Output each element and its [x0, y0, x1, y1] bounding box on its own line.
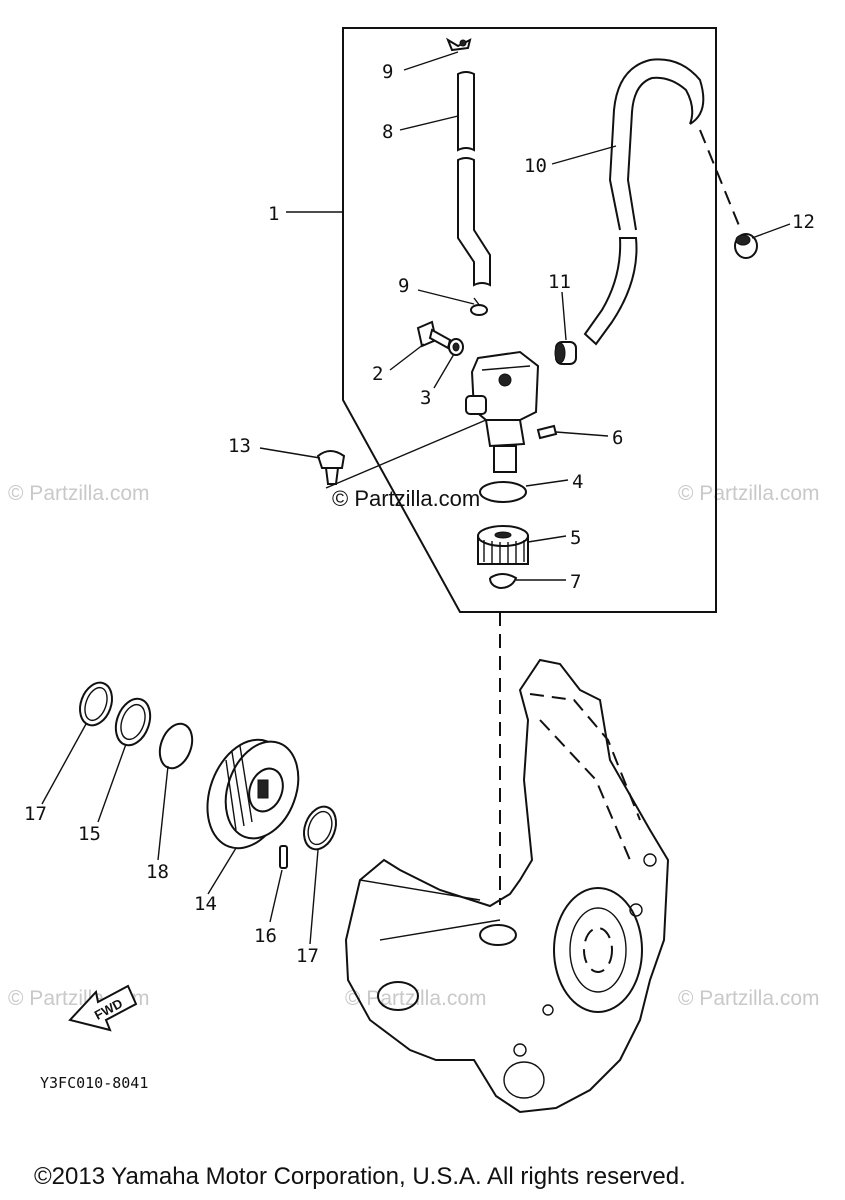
pump-bolt [416, 320, 452, 350]
circlip-ring-right [303, 805, 337, 851]
watermark-text: © Partzilla.com [8, 482, 150, 505]
breather-hose [457, 71, 491, 287]
pump-kit-frame [342, 27, 717, 613]
copyright-notice: ©2013 Yamaha Motor Corporation, U.S.A. A… [34, 1163, 686, 1190]
screw [316, 450, 346, 485]
callout-label: 13 [228, 435, 251, 457]
callout-label: 4 [572, 471, 583, 493]
watermark-text: © Partzilla.com [678, 482, 820, 505]
callout-label: 6 [612, 427, 623, 449]
washer [448, 338, 464, 356]
oil-pump-body [465, 350, 540, 473]
callout-label: 18 [146, 861, 169, 883]
o-ring [479, 481, 527, 503]
dowel-pin [536, 424, 558, 440]
callout-label: 2 [372, 363, 383, 385]
circlip [489, 573, 518, 590]
callout-label: 1 [268, 203, 279, 225]
plate-washer [114, 697, 152, 747]
callout-label: 17 [24, 803, 47, 825]
callout-label: 9 [382, 61, 393, 83]
woodruff-pin [279, 845, 288, 869]
circlip-ring [158, 722, 194, 770]
callout-labels: 9 8 10 1 12 9 11 2 3 6 13 4 5 7 17 15 18… [24, 61, 815, 967]
screw-link-line [325, 419, 487, 489]
callout-label: 3 [420, 387, 431, 409]
hose-clip-lower [470, 297, 488, 316]
hose-cap [734, 233, 758, 259]
callout-label: 5 [570, 527, 581, 549]
callout-label: 8 [382, 121, 393, 143]
pump-drive-gear [477, 525, 529, 565]
callout-label: 17 [296, 945, 319, 967]
oil-delivery-hose [583, 58, 705, 346]
callout-label: 9 [398, 275, 409, 297]
oil-pump-drive-gear [206, 738, 300, 850]
callout-label: 16 [254, 925, 277, 947]
crankcase [344, 658, 670, 1114]
leader-lines [41, 51, 791, 945]
callout-label: 12 [792, 211, 815, 233]
callout-label: 14 [194, 893, 217, 915]
callout-label: 15 [78, 823, 101, 845]
diagram-code: Y3FC010-8041 [40, 1074, 148, 1092]
watermark-center: © Partzilla.com [332, 486, 480, 511]
hose-clip-top [445, 37, 472, 52]
thrust-washer [79, 681, 113, 727]
callout-label: 11 [548, 271, 571, 293]
callout-label: 7 [570, 571, 581, 593]
hose-link-line [699, 129, 741, 229]
grommet [554, 341, 577, 365]
callout-label: 10 [524, 155, 547, 177]
watermark-text: © Partzilla.com [345, 987, 487, 1010]
watermark-text: © Partzilla.com [678, 987, 820, 1010]
